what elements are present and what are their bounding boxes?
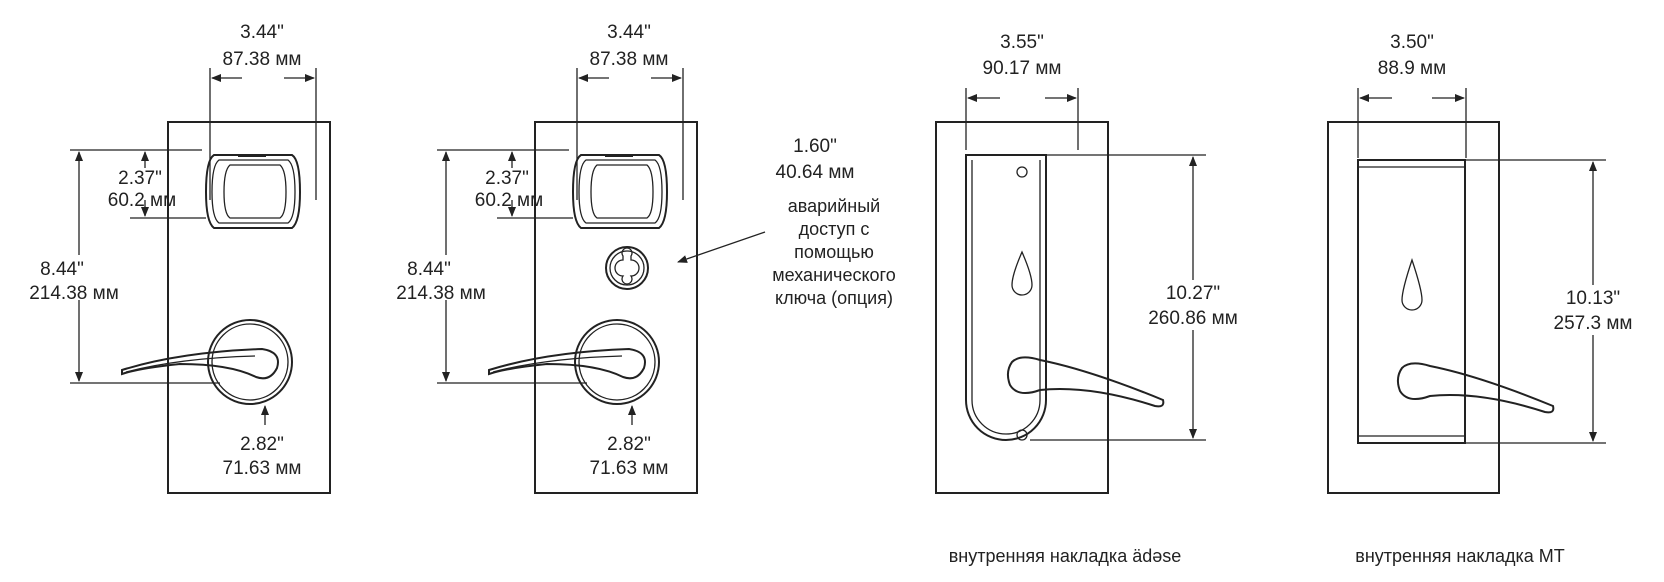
width-inches: 3.55"	[1000, 32, 1044, 53]
keyhole-icon	[1011, 250, 1033, 296]
key-note-line: аварийный	[788, 196, 880, 216]
rose-inches: 2.82"	[607, 434, 651, 455]
key-inches: 1.60"	[793, 136, 837, 157]
lever-handle	[121, 319, 293, 405]
width-inches: 3.44"	[607, 22, 651, 43]
rose-mm: 71.63 мм	[223, 458, 302, 479]
width-inches: 3.50"	[1390, 32, 1434, 53]
front-lock-view-1: 3.44" 87.38 мм 2.37" 60.2 мм 8.44" 214.3…	[29, 22, 331, 494]
height-mm: 260.86 мм	[1148, 308, 1238, 329]
inner-escutcheon-adese: 3.55" 90.17 мм 10.27" 260.86 мм внутренн…	[935, 32, 1238, 566]
lever-handle	[1006, 356, 1165, 408]
rose-inches: 2.82"	[240, 434, 284, 455]
card-reader	[571, 154, 669, 229]
door-outline	[167, 121, 331, 494]
height-inches: 10.13"	[1566, 288, 1620, 309]
width-mm: 88.9 мм	[1378, 58, 1446, 79]
reader-height-inches: 2.37"	[118, 168, 162, 189]
width-mm: 87.38 мм	[223, 49, 302, 70]
key-mm: 40.64 мм	[776, 162, 855, 183]
key-note-line: ключа (опция)	[775, 288, 893, 308]
height-mm: 214.38 мм	[396, 283, 486, 304]
width-mm: 90.17 мм	[983, 58, 1062, 79]
lever-handle	[488, 319, 660, 405]
key-note-line: механического	[772, 265, 895, 285]
height-inches: 8.44"	[407, 259, 451, 280]
caption: внутренняя накладка MT	[1355, 546, 1564, 566]
front-lock-view-2: 3.44" 87.38 мм 2.37" 60.2 мм 8.44" 214.3…	[396, 22, 698, 494]
inner-escutcheon-mt: 3.50" 88.9 мм 10.13" 257.3 мм внутренняя…	[1327, 32, 1633, 566]
escutcheon-plate	[965, 154, 1047, 441]
reader-height-inches: 2.37"	[485, 168, 529, 189]
door-outline	[534, 121, 698, 494]
caption: внутренняя накладка ädəse	[949, 546, 1182, 566]
keyhole-icon	[1401, 257, 1423, 311]
reader-height-mm: 60.2 мм	[475, 190, 543, 211]
card-reader	[204, 154, 302, 229]
width-mm: 87.38 мм	[590, 49, 669, 70]
key-cylinder	[605, 246, 649, 290]
height-inches: 10.27"	[1166, 283, 1220, 304]
escutcheon-plate	[1357, 159, 1466, 444]
height-inches: 8.44"	[40, 259, 84, 280]
door-outline	[935, 121, 1109, 494]
key-note-line: доступ с	[799, 219, 870, 239]
key-note-line: помощью	[794, 242, 874, 262]
rose-mm: 71.63 мм	[590, 458, 669, 479]
reader-height-mm: 60.2 мм	[108, 190, 176, 211]
width-inches: 3.44"	[240, 22, 284, 43]
screw-icon	[1016, 429, 1028, 441]
door-outline	[1327, 121, 1500, 494]
lever-handle	[1396, 362, 1555, 414]
screw-icon	[1016, 166, 1028, 178]
key-note-leader	[677, 231, 766, 263]
height-mm: 257.3 мм	[1554, 313, 1633, 334]
height-mm: 214.38 мм	[29, 283, 119, 304]
